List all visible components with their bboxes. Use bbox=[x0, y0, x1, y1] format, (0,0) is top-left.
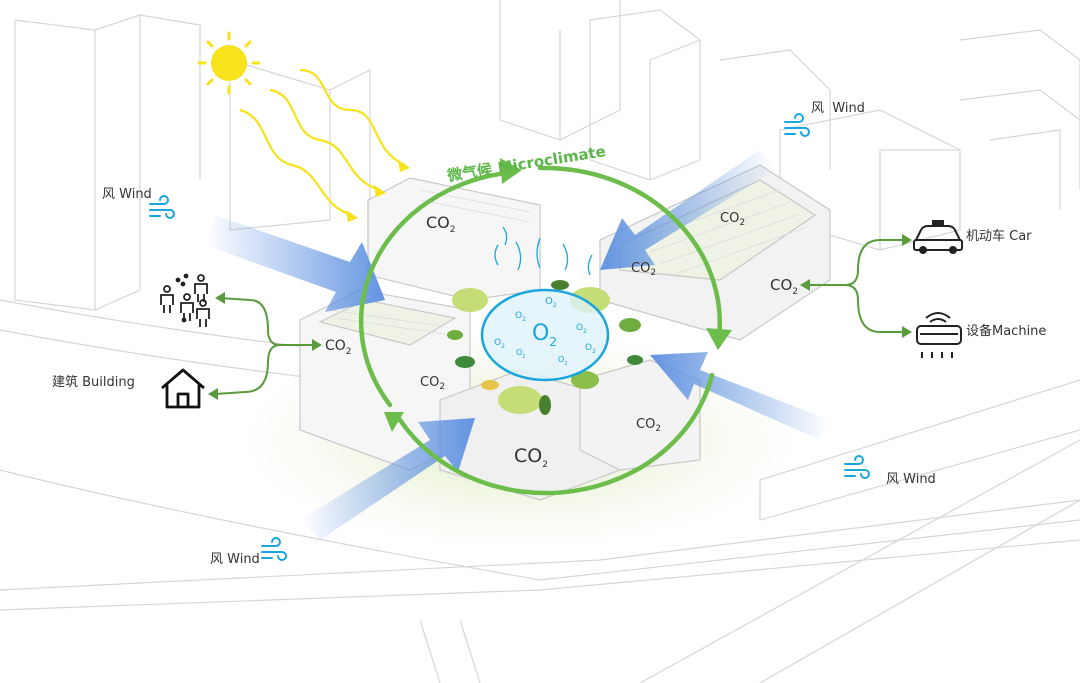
wind-icon bbox=[844, 455, 870, 479]
co2-label: CO2 bbox=[325, 338, 352, 357]
o2-label: O2 bbox=[516, 348, 525, 360]
sun-icon bbox=[197, 31, 261, 95]
o2-labels: O2 O2 O2 O2 O2 O2 O2 O2 bbox=[494, 296, 596, 367]
wind-label: 风 Wind bbox=[886, 472, 936, 487]
people-icon bbox=[160, 273, 210, 327]
cycle-arrowheads bbox=[384, 158, 732, 432]
co2-label: CO2 bbox=[631, 261, 656, 278]
co2-label: CO2 bbox=[426, 213, 456, 235]
o2-label: O2 bbox=[494, 338, 505, 350]
microclimate-cycle bbox=[358, 165, 723, 496]
o2-label: O2 bbox=[576, 323, 587, 335]
wind-label: 风 Wind bbox=[102, 187, 152, 202]
oxygen-zone bbox=[480, 226, 610, 382]
co2-label: CO2 bbox=[636, 417, 661, 434]
o2-label: O2 bbox=[585, 343, 596, 355]
wind-arrow-right bbox=[650, 352, 830, 440]
left-connectors bbox=[214, 297, 320, 395]
co2-label: CO2 bbox=[770, 276, 798, 297]
air-conditioner-icon bbox=[916, 312, 962, 358]
car-label: 机动车 Car bbox=[966, 228, 1032, 244]
wind-icon bbox=[149, 195, 175, 219]
wind-arrow-bottom-left bbox=[300, 418, 475, 540]
co2-label: CO2 bbox=[720, 211, 745, 228]
building-label: 建筑 Building bbox=[52, 374, 135, 390]
co2-label: CO2 bbox=[514, 445, 548, 470]
sun-ray-heads bbox=[346, 160, 410, 222]
o2-label: O2 bbox=[545, 296, 557, 309]
o2-label: O2 bbox=[558, 355, 567, 367]
right-connectors bbox=[808, 239, 906, 333]
co2-label: CO2 bbox=[420, 375, 445, 392]
wind-label: 风 Wind bbox=[811, 101, 865, 116]
wind-arrow-top-right bbox=[600, 150, 775, 270]
machine-label: 设备Machine bbox=[966, 323, 1046, 339]
house-icon bbox=[161, 368, 205, 409]
o2-label: O2 bbox=[515, 311, 526, 323]
wind-arrows bbox=[205, 150, 830, 540]
right-connector-heads bbox=[800, 234, 912, 338]
wind-icon bbox=[261, 537, 287, 561]
car-icon bbox=[913, 220, 963, 254]
left-connector-heads bbox=[208, 292, 322, 400]
o2-label-main: O2 bbox=[532, 321, 557, 349]
wind-arrow-left bbox=[205, 215, 385, 312]
wind-icon bbox=[784, 113, 810, 137]
sun-rays bbox=[239, 68, 406, 217]
wind-label: 风 Wind bbox=[210, 552, 260, 567]
